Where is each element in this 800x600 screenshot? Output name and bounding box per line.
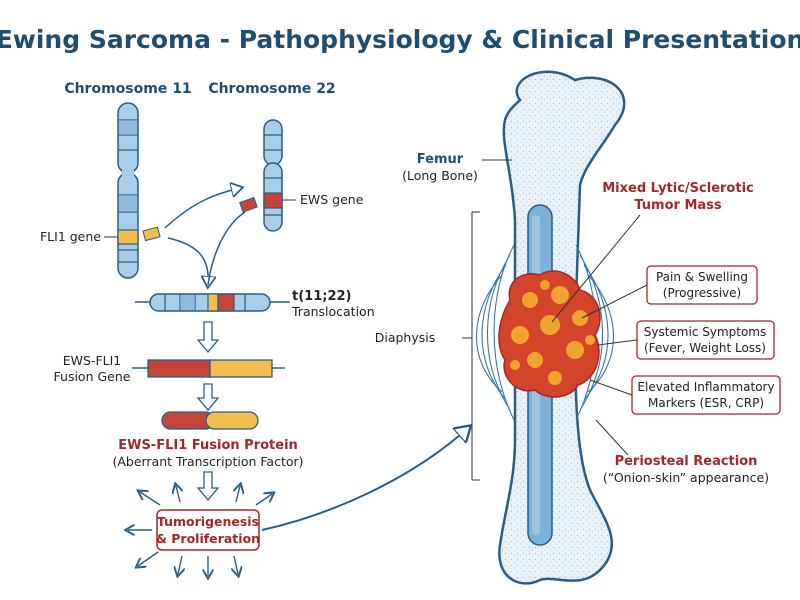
fli1-fragment — [142, 226, 161, 242]
translocation-name: t(11;22) — [292, 289, 351, 304]
fusion-protein-desc: (Aberrant Transcription Factor) — [112, 454, 303, 469]
fli1-gene-label: FLI1 gene — [40, 229, 101, 244]
symptom-line1: Systemic Symptoms — [644, 325, 767, 339]
symptom-line2: Markers (ESR, CRP) — [648, 396, 764, 410]
fusion-gene — [132, 359, 285, 378]
symptom-box-pain: Pain & Swelling (Progressive) — [646, 265, 758, 305]
periosteal-label: Periosteal Reaction — [615, 454, 758, 469]
chromosome-11 — [117, 102, 139, 279]
tumorigenesis-box — [156, 509, 260, 551]
link-arrow — [261, 428, 468, 531]
chromosome-11-label: Chromosome 11 — [64, 81, 191, 97]
diaphysis-bracket — [462, 211, 480, 481]
swap-arrows — [164, 188, 246, 285]
fusion-protein — [161, 411, 259, 430]
symptom-line2: (Fever, Weight Loss) — [644, 341, 766, 355]
fusion-protein-name: EWS-FLI1 Fusion Protein — [118, 438, 298, 453]
translocated-chromosome — [135, 293, 290, 312]
symptom-line1: Elevated Inflammatory — [637, 380, 774, 394]
tumorigenesis-line1: Tumorigenesis — [157, 514, 259, 529]
page-title: Ewing Sarcoma - Pathophysiology & Clinic… — [0, 25, 800, 54]
tumorigenesis-line2: & Proliferation — [156, 531, 260, 546]
tumor-label-line2: Tumor Mass — [634, 198, 722, 213]
periosteal-leader — [595, 419, 629, 456]
flow-arrow — [196, 383, 220, 412]
ews-gene-label: EWS gene — [300, 192, 364, 207]
tumor-leader — [551, 214, 641, 323]
diaphysis-label: Diaphysis — [375, 330, 436, 345]
periosteal-layers — [475, 244, 615, 421]
flow-arrow — [196, 321, 220, 354]
fusion-gene-line2: Fusion Gene — [54, 369, 131, 384]
tumor-mass — [498, 270, 601, 398]
proliferation-arrows — [128, 486, 272, 576]
pain-leader — [581, 284, 648, 319]
symptom-box-systemic: Systemic Symptoms (Fever, Weight Loss) — [636, 320, 775, 360]
fusion-gene-line1: EWS-FLI1 — [63, 353, 122, 368]
systemic-leader — [597, 339, 638, 346]
chromosome-22-label: Chromosome 22 — [208, 81, 335, 97]
chromosome-22 — [263, 119, 283, 232]
markers-leader — [589, 379, 633, 396]
femur-sub: (Long Bone) — [402, 168, 478, 183]
periosteal-sub: (“Onion-skin” appearance) — [603, 470, 769, 485]
ews-fragment — [239, 196, 258, 213]
translocation-desc: Translocation — [291, 304, 375, 319]
symptom-box-markers: Elevated Inflammatory Markers (ESR, CRP) — [631, 375, 781, 415]
femur-label: Femur — [417, 152, 464, 167]
symptom-line2: (Progressive) — [663, 286, 741, 300]
flow-arrow — [196, 471, 220, 502]
tumor-label-line1: Mixed Lytic/Sclerotic — [602, 181, 754, 196]
symptom-line1: Pain & Swelling — [656, 270, 748, 284]
